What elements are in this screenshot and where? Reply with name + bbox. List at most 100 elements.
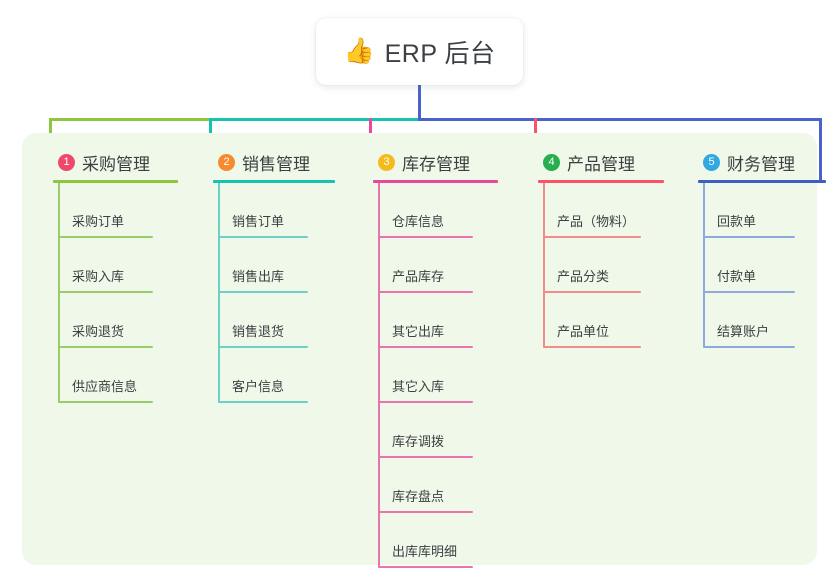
list-item-rule	[378, 346, 473, 348]
column-items-4: 产品（物料） 产品分类产品单位	[525, 183, 657, 348]
column-title-3: 库存管理	[402, 154, 470, 174]
list-item-label: 销售订单	[232, 214, 285, 229]
connector-trunk	[418, 85, 421, 121]
column-spine-2	[218, 183, 220, 403]
column-3: 3 库存管理仓库信息产品库存其它出库其它入库库存调拨库存盘点出库库明细	[360, 133, 498, 568]
list-item-rule	[543, 346, 641, 348]
column-title-1: 采购管理	[82, 154, 150, 174]
list-item-rule	[218, 236, 308, 238]
list-item[interactable]: 采购订单	[40, 183, 168, 238]
list-item-label: 库存盘点	[392, 489, 445, 504]
list-item[interactable]: 库存调拨	[360, 403, 492, 458]
diagram-panel: 1 采购管理采购订单采购入库采购退货供应商信息 2 销售管理销售订单销售出库销售退货客…	[22, 133, 826, 568]
list-item[interactable]: 库存盘点	[360, 458, 492, 513]
list-item-label: 仓库信息	[392, 214, 445, 229]
column-spine-4	[543, 183, 545, 348]
list-item-label: 产品（物料）	[557, 214, 636, 229]
column-header-2[interactable]: 2 销售管理	[200, 147, 328, 177]
list-item[interactable]: 回款单	[685, 183, 813, 238]
column-badge-3: 3	[378, 153, 395, 171]
list-item-label: 供应商信息	[72, 379, 138, 394]
column-header-rule-3	[373, 180, 498, 183]
list-item[interactable]: 结算账户	[685, 293, 813, 348]
column-title-2: 销售管理	[242, 154, 310, 174]
list-item[interactable]: 销售出库	[200, 238, 328, 293]
column-header-3[interactable]: 3 库存管理	[360, 147, 492, 177]
list-item[interactable]: 销售退货	[200, 293, 328, 348]
list-item-rule	[378, 236, 473, 238]
thumbs-up-icon: 👍	[343, 37, 375, 65]
list-item-label: 采购订单	[72, 214, 125, 229]
column-header-rule-4	[538, 180, 664, 183]
column-badge-1: 1	[58, 153, 75, 171]
connector-bus-mid	[209, 118, 421, 121]
list-item-rule	[218, 401, 308, 403]
list-item[interactable]: 产品库存	[360, 238, 492, 293]
list-item-label: 采购入库	[72, 269, 125, 284]
list-item[interactable]: 其它入库	[360, 348, 492, 403]
root-node[interactable]: 👍 ERP 后台	[316, 18, 523, 85]
column-badge-2: 2	[218, 153, 235, 171]
list-item-rule	[703, 346, 795, 348]
column-spine-5	[703, 183, 705, 348]
list-item-rule	[58, 236, 153, 238]
column-badge-5: 5	[703, 153, 720, 171]
list-item[interactable]: 采购入库	[40, 238, 168, 293]
list-item-rule	[58, 401, 153, 403]
column-items-1: 采购订单采购入库采购退货供应商信息	[40, 183, 168, 403]
list-item-label: 客户信息	[232, 379, 285, 394]
list-item-rule	[543, 291, 641, 293]
list-item-rule	[703, 291, 795, 293]
list-item-label: 回款单	[717, 214, 757, 229]
list-item-rule	[543, 236, 641, 238]
list-item-label: 出库库明细	[392, 544, 458, 559]
list-item[interactable]: 采购退货	[40, 293, 168, 348]
column-header-4[interactable]: 4 产品管理	[525, 147, 657, 177]
column-items-5: 回款单付款单结算账户	[685, 183, 813, 348]
list-item[interactable]: 产品（物料）	[525, 183, 657, 238]
list-item[interactable]: 付款单	[685, 238, 813, 293]
column-spine-1	[58, 183, 60, 403]
column-items-2: 销售订单销售出库销售退货客户信息	[200, 183, 328, 403]
list-item-rule	[218, 291, 308, 293]
list-item-rule	[378, 566, 473, 568]
list-item-label: 销售出库	[232, 269, 285, 284]
column-title-4: 产品管理	[567, 154, 635, 174]
list-item[interactable]: 仓库信息	[360, 183, 492, 238]
column-title-5: 财务管理	[727, 154, 795, 174]
list-item[interactable]: 销售订单	[200, 183, 328, 238]
list-item-label: 其它入库	[392, 379, 445, 394]
column-badge-4: 4	[543, 153, 560, 171]
column-header-rule-5	[698, 180, 826, 183]
list-item-rule	[378, 291, 473, 293]
list-item[interactable]: 出库库明细	[360, 513, 492, 568]
column-items-3: 仓库信息产品库存其它出库其它入库库存调拨库存盘点出库库明细	[360, 183, 492, 568]
list-item-label: 付款单	[717, 269, 757, 284]
connector-bus-left	[49, 118, 212, 121]
list-item-rule	[58, 346, 153, 348]
list-item-label: 产品单位	[557, 324, 610, 339]
list-item-label: 产品库存	[392, 269, 445, 284]
column-header-5[interactable]: 5 财务管理	[685, 147, 813, 177]
list-item-label: 其它出库	[392, 324, 445, 339]
connector-bus-right	[418, 118, 822, 121]
list-item-label: 销售退货	[232, 324, 285, 339]
list-item[interactable]: 产品分类	[525, 238, 657, 293]
list-item-label: 采购退货	[72, 324, 125, 339]
list-item-rule	[378, 401, 473, 403]
column-spine-3	[378, 183, 380, 568]
connector-drop-5	[819, 118, 822, 181]
list-item-label: 产品分类	[557, 269, 610, 284]
list-item[interactable]: 客户信息	[200, 348, 328, 403]
column-header-rule-1	[53, 180, 178, 183]
column-header-1[interactable]: 1 采购管理	[40, 147, 168, 177]
column-1: 1 采购管理采购订单采购入库采购退货供应商信息	[40, 133, 178, 403]
list-item-rule	[703, 236, 795, 238]
list-item[interactable]: 产品单位	[525, 293, 657, 348]
column-2: 2 销售管理销售订单销售出库销售退货客户信息	[200, 133, 335, 403]
list-item-label: 库存调拨	[392, 434, 445, 449]
list-item[interactable]: 其它出库	[360, 293, 492, 348]
list-item-rule	[218, 346, 308, 348]
list-item[interactable]: 供应商信息	[40, 348, 168, 403]
column-header-rule-2	[213, 180, 335, 183]
